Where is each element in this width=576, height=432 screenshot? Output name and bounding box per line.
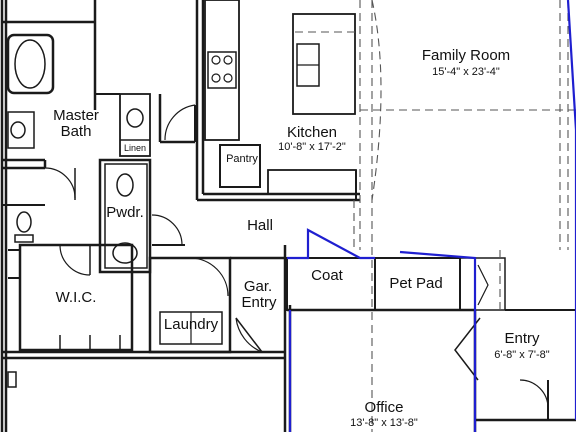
hall-label: Hall	[247, 217, 273, 234]
pantry-walls	[219, 144, 261, 188]
powder-room-label: Pwdr.	[106, 204, 144, 221]
office-label: Office	[364, 399, 404, 416]
garage-door-swing	[235, 317, 263, 353]
master-sink-counter	[7, 111, 35, 149]
highlight-hall-wall	[287, 228, 375, 260]
family-room-label: Family Room	[421, 47, 511, 64]
master-toilet-tank	[14, 234, 34, 243]
kitchen-counter-left	[204, 0, 240, 141]
entry-dims: 6'-8" x 7'-8"	[494, 349, 550, 361]
powder-door-swing	[151, 214, 183, 246]
family-room-dims: 15'-4" x 23'-4"	[432, 66, 500, 78]
pet-pad-label: Pet Pad	[389, 275, 443, 292]
range	[207, 51, 237, 89]
powder-room-walls	[98, 158, 152, 274]
bathtub-basin	[14, 39, 46, 89]
garage-entry-label-line2: Entry	[241, 294, 277, 311]
powder-toilet	[116, 173, 134, 197]
kitchen-counter-bottom	[267, 169, 357, 195]
master-bath-label-line1: Master	[53, 107, 99, 124]
pantry-label: Pantry	[226, 153, 258, 165]
coat-closet-label: Coat	[311, 267, 343, 284]
master-door-swing	[164, 104, 196, 141]
master-bath-label-line2: Bath	[60, 123, 92, 140]
wic-walls	[18, 243, 134, 352]
kitchen-label: Kitchen	[286, 124, 338, 141]
laundry-room-walls	[148, 256, 232, 354]
highlight-family-room-right	[566, 0, 576, 420]
entry-label: Entry	[504, 330, 540, 347]
laundry-door-swing	[189, 257, 229, 297]
master-toilet	[16, 211, 32, 233]
entry-front-door	[519, 379, 549, 409]
wic-label: W.I.C.	[55, 289, 97, 306]
linen-closet	[119, 93, 151, 157]
kitchen-island	[292, 13, 356, 115]
garage-entry-label-line1: Gar.	[243, 278, 273, 295]
powder-sink	[112, 242, 138, 264]
entry-door-swing	[454, 317, 481, 381]
highlight-entry-wall	[399, 250, 477, 432]
linen-label: Linen	[123, 143, 147, 153]
bathtub	[6, 33, 55, 95]
kitchen-dims: 10'-8" x 17'-2"	[278, 141, 346, 153]
office-dims: 13'-8" x 13'-8"	[350, 417, 418, 429]
laundry-label: Laundry	[163, 316, 219, 333]
